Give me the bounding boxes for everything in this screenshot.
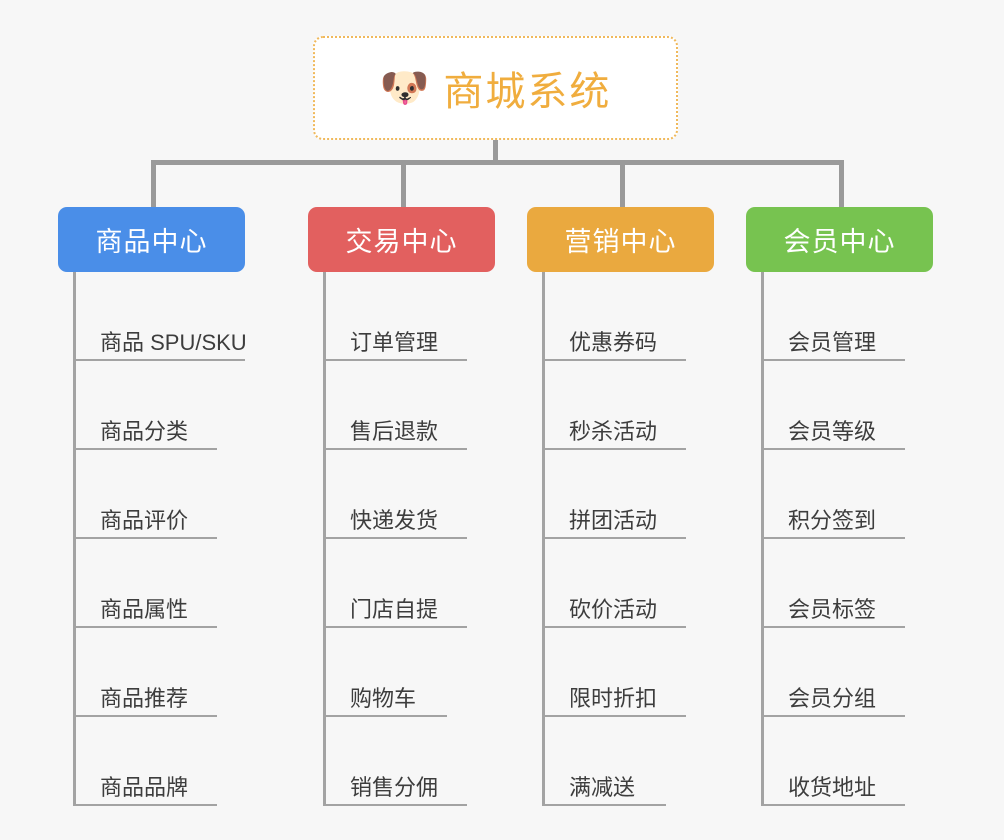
leaf-item-label: 收货地址 [788,774,877,800]
leaf-item-label: 会员等级 [788,418,877,444]
leaf-item-label: 秒杀活动 [569,418,658,444]
category-header-marketing-center[interactable]: 营销中心 [527,207,714,272]
dog-face-icon: 🐶 [379,66,430,110]
leaf-item[interactable]: 秒杀活动 [542,361,714,450]
leaf-item[interactable]: 商品评价 [73,450,245,539]
leaf-item-label: 会员标签 [788,596,877,622]
leaf-item[interactable]: 优惠券码 [542,272,714,361]
leaf-item-label: 销售分佣 [350,774,439,800]
leaf-item-label: 优惠券码 [569,329,658,355]
leaf-item-label: 商品推荐 [100,685,189,711]
leaf-item[interactable]: 会员管理 [761,272,933,361]
leaf-item[interactable]: 售后退款 [323,361,495,450]
root-stem-line [493,140,498,162]
leaf-item[interactable]: 商品推荐 [73,628,245,717]
category-header-product-center[interactable]: 商品中心 [58,207,245,272]
leaf-item-label: 门店自提 [350,596,439,622]
leaf-list: 会员管理会员等级积分签到会员标签会员分组收货地址 [761,272,933,806]
drop-line-1 [401,160,406,207]
leaf-item-label: 会员分组 [788,685,877,711]
leaf-item[interactable]: 商品 SPU/SKU [73,272,247,361]
leaf-item-label: 拼团活动 [569,507,658,533]
leaf-item-label: 限时折扣 [569,685,658,711]
leaf-item-label: 积分签到 [788,507,877,533]
leaf-item[interactable]: 快递发货 [323,450,495,539]
horizontal-bus-line [151,160,844,165]
branch-spine [761,272,764,806]
category-header-label: 会员中心 [783,227,896,257]
leaf-item[interactable]: 砍价活动 [542,539,714,628]
leaf-item[interactable]: 订单管理 [323,272,495,361]
leaf-item[interactable]: 会员等级 [761,361,933,450]
leaf-item-label: 快递发货 [350,507,439,533]
leaf-item[interactable]: 积分签到 [761,450,933,539]
leaf-item[interactable]: 商品属性 [73,539,245,628]
leaf-item-label: 商品评价 [100,507,189,533]
leaf-item-label: 售后退款 [350,418,439,444]
branch-spine [323,272,326,806]
leaf-item[interactable]: 拼团活动 [542,450,714,539]
leaf-item-label: 满减送 [569,774,636,800]
branch-spine [73,272,76,806]
category-header-label: 营销中心 [564,227,677,257]
leaf-list: 订单管理售后退款快递发货门店自提购物车销售分佣 [323,272,495,806]
leaf-item[interactable]: 商品分类 [73,361,245,450]
root-title: 商城系统 [443,70,612,114]
category-header-label: 商品中心 [95,227,208,257]
leaf-item-label: 砍价活动 [569,596,658,622]
leaf-item[interactable]: 销售分佣 [323,717,495,806]
leaf-item-label: 商品品牌 [100,774,189,800]
drop-line-2 [620,160,625,207]
category-header-label: 交易中心 [345,227,458,257]
branch-spine [542,272,545,806]
leaf-item-label: 商品 SPU/SKU [100,329,247,355]
leaf-list: 优惠券码秒杀活动拼团活动砍价活动限时折扣满减送 [542,272,714,806]
leaf-item-label: 会员管理 [788,329,877,355]
leaf-item[interactable]: 购物车 [323,628,495,717]
drop-line-0 [151,160,156,207]
leaf-item-label: 商品属性 [100,596,189,622]
leaf-item[interactable]: 会员分组 [761,628,933,717]
category-header-trade-center[interactable]: 交易中心 [308,207,495,272]
leaf-item[interactable]: 门店自提 [323,539,495,628]
leaf-item-label: 购物车 [350,685,417,711]
leaf-item[interactable]: 会员标签 [761,539,933,628]
leaf-item-label: 商品分类 [100,418,189,444]
leaf-item-label: 订单管理 [350,329,439,355]
leaf-item[interactable]: 满减送 [542,717,714,806]
leaf-item[interactable]: 限时折扣 [542,628,714,717]
leaf-item[interactable]: 收货地址 [761,717,933,806]
root-node[interactable]: 🐶 商城系统 [313,36,678,140]
drop-line-3 [839,160,844,207]
leaf-list: 商品 SPU/SKU 商品分类商品评价商品属性商品推荐商品品牌 [73,272,247,806]
category-header-member-center[interactable]: 会员中心 [746,207,933,272]
leaf-item[interactable]: 商品品牌 [73,717,245,806]
